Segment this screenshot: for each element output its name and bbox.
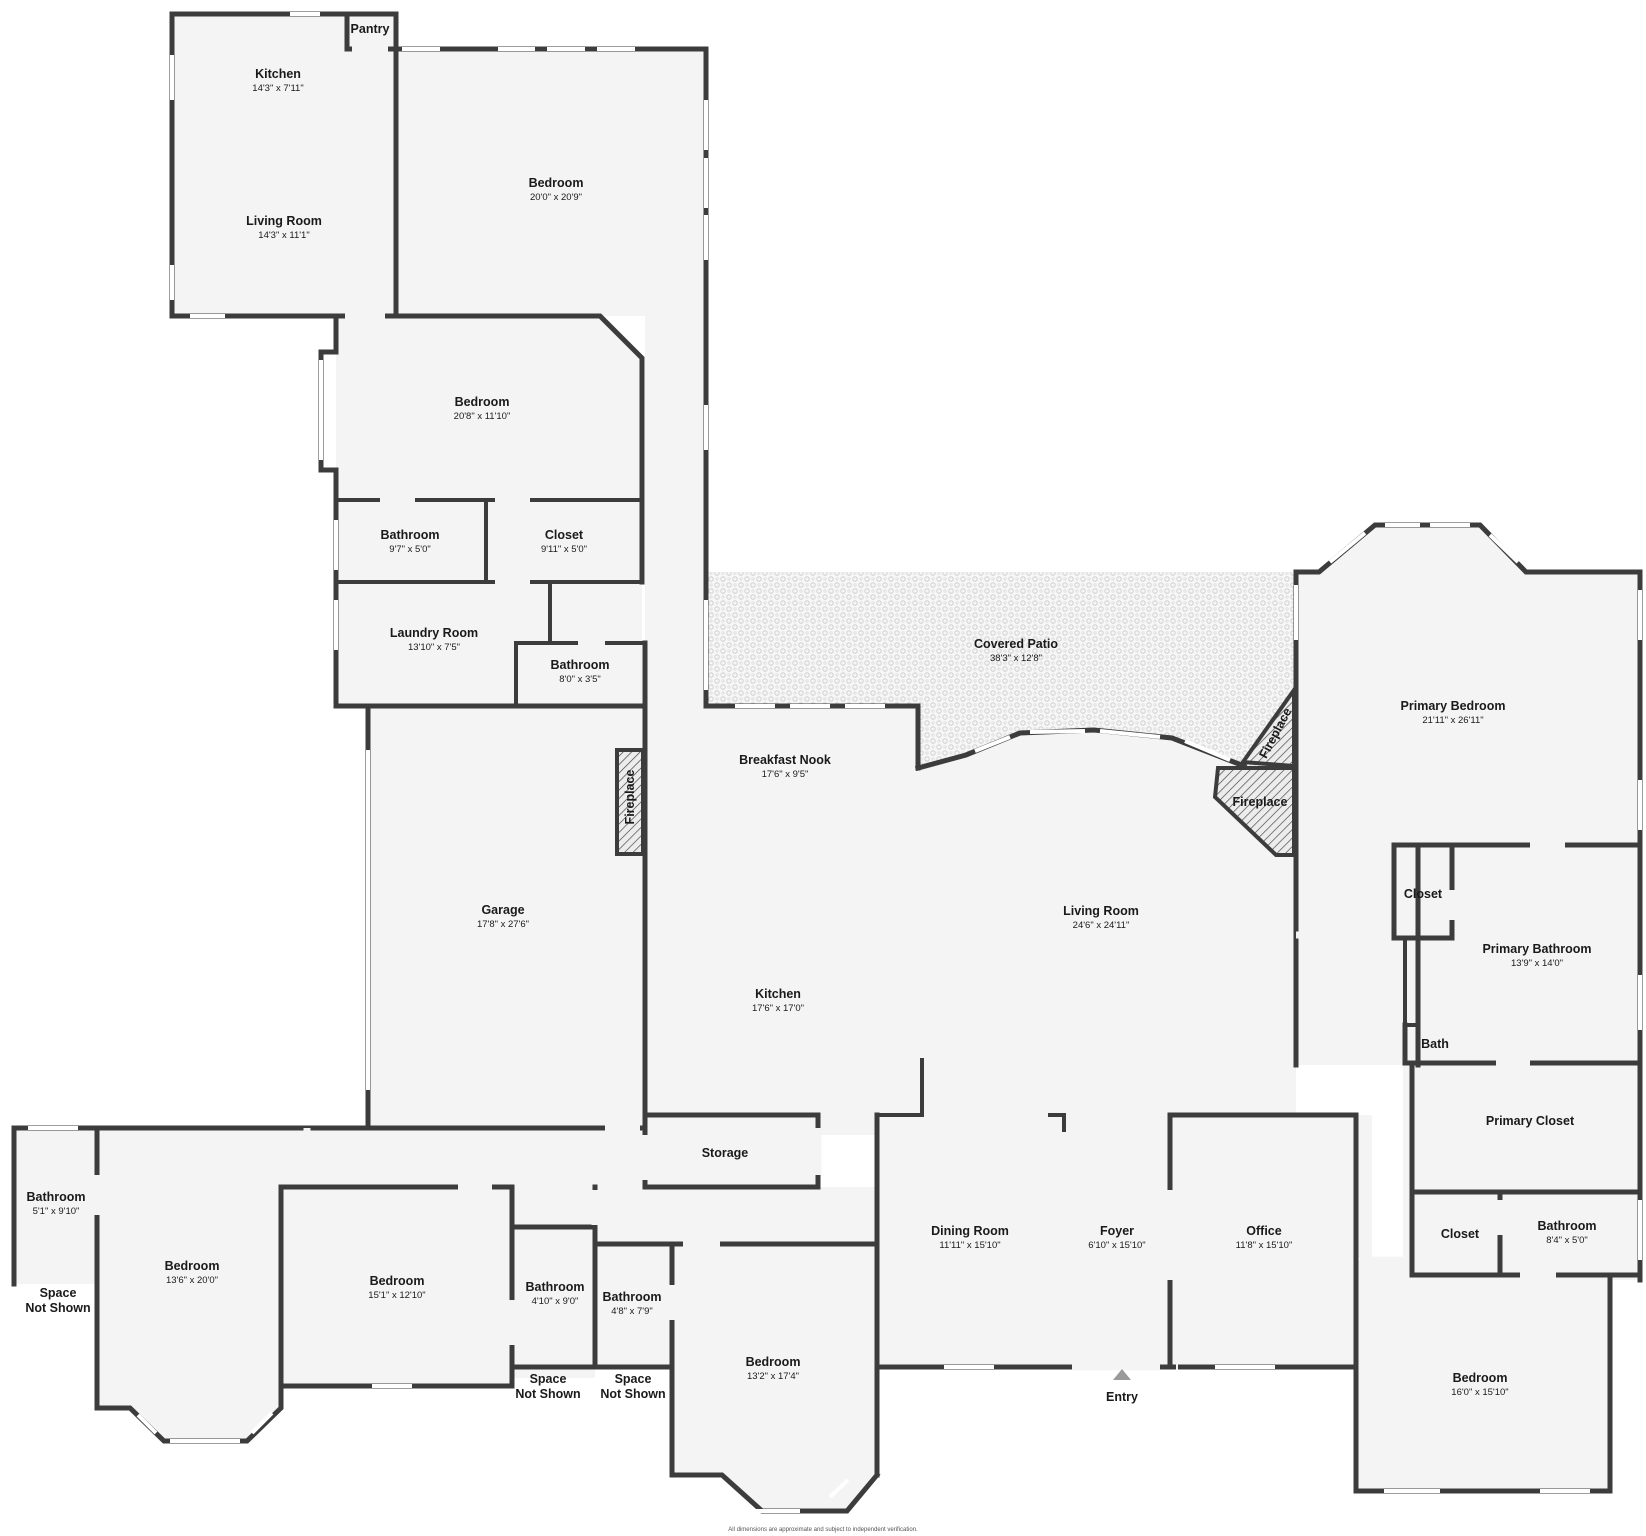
room-name: Primary Bedroom <box>1401 699 1506 713</box>
room-name: Closet <box>1441 1227 1480 1241</box>
disclaimer: All dimensions are approximate and subje… <box>728 1527 918 1533</box>
room-name: Breakfast Nook <box>739 753 831 767</box>
room-dim: 13'6" x 20'0" <box>166 1275 218 1286</box>
space-not-shown-line2: Not Shown <box>515 1387 580 1401</box>
room-name: Bathroom <box>26 1190 85 1204</box>
room-dim: 8'4" x 5'0" <box>1546 1235 1588 1246</box>
room-name: Kitchen <box>755 987 801 1001</box>
space-not-shown-line1: Space <box>615 1372 652 1386</box>
room-name: Closet <box>545 528 584 542</box>
windows <box>28 12 1642 1513</box>
room-dim: 11'8" x 15'10" <box>1236 1240 1293 1251</box>
fireplace-garage <box>615 748 645 856</box>
room-dim: 14'3" x 11'1" <box>258 230 309 241</box>
door-openings <box>93 45 1565 1371</box>
room-dim: 24'6" x 24'11" <box>1073 920 1130 931</box>
room-name: Garage <box>481 903 524 917</box>
room-name: Kitchen <box>255 67 301 81</box>
room-name: Office <box>1246 1224 1281 1238</box>
room-name: Storage <box>702 1146 749 1160</box>
room-name: Primary Bathroom <box>1482 942 1591 956</box>
space-not-shown-line1: Space <box>40 1286 77 1300</box>
room-name: Bedroom <box>455 395 510 409</box>
fireplace-living <box>1212 766 1296 857</box>
room-dim: 17'6" x 9'5" <box>762 769 809 780</box>
room-dim: 17'6" x 17'0" <box>752 1003 804 1014</box>
room-name: Bedroom <box>1453 1371 1508 1385</box>
room-name: Primary Closet <box>1486 1114 1575 1128</box>
room-dim: 16'0" x 15'10" <box>1451 1387 1508 1398</box>
entry-label: Entry <box>1106 1390 1138 1404</box>
room-dim: 9'7" x 5'0" <box>389 544 431 555</box>
room-dim: 13'2" x 17'4" <box>747 1371 799 1382</box>
room-dim: 21'11" x 26'11" <box>1422 715 1483 726</box>
space-not-shown-line1: Space <box>530 1372 567 1386</box>
room-name: Pantry <box>351 22 390 36</box>
room-dim: 13'9" x 14'0" <box>1511 958 1563 969</box>
room-name: Bedroom <box>165 1259 220 1273</box>
room-name: Bedroom <box>370 1274 425 1288</box>
room-name: Closet <box>1404 887 1443 901</box>
room-dim: 6'10" x 15'10" <box>1088 1240 1145 1251</box>
room-dim: 5'1" x 9'10" <box>33 1206 80 1217</box>
room-dim: 14'3" x 7'11" <box>252 83 303 94</box>
room-dim: 13'10" x 7'5" <box>408 642 460 653</box>
room-dim: 15'1" x 12'10" <box>368 1290 425 1301</box>
fireplace-label: Fireplace <box>623 770 637 825</box>
room-dim: 20'8" x 11'10" <box>454 411 511 422</box>
room-dim: 20'0" x 20'9" <box>530 192 582 203</box>
fireplaces <box>615 683 1296 857</box>
fireplace-label: Fireplace <box>1233 795 1288 809</box>
room-name: Bath <box>1421 1037 1449 1051</box>
room-name: Foyer <box>1100 1224 1134 1238</box>
room-dim: 8'0" x 3'5" <box>559 674 601 685</box>
room-name: Dining Room <box>931 1224 1009 1238</box>
room-name: Bedroom <box>746 1355 801 1369</box>
room-name: Bathroom <box>1537 1219 1596 1233</box>
floor-fills <box>14 14 1640 1511</box>
room-name: Covered Patio <box>974 637 1058 651</box>
entry-arrow-icon <box>1113 1369 1131 1380</box>
room-dim: 17'8" x 27'6" <box>477 919 529 930</box>
room-name: Bathroom <box>602 1290 661 1304</box>
space-not-shown-line2: Not Shown <box>600 1387 665 1401</box>
room-name: Bathroom <box>525 1280 584 1294</box>
room-dim: 4'10" x 9'0" <box>532 1296 579 1307</box>
room-name: Living Room <box>1063 904 1139 918</box>
room-name: Bathroom <box>380 528 439 542</box>
room-name: Bedroom <box>529 176 584 190</box>
room-name: Laundry Room <box>390 626 478 640</box>
space-not-shown-line2: Not Shown <box>25 1301 90 1315</box>
room-dim: 4'8" x 7'9" <box>611 1306 653 1317</box>
room-dim: 38'3" x 12'8" <box>990 653 1042 664</box>
room-dim: 9'11" x 5'0" <box>541 544 587 555</box>
room-name: Living Room <box>246 214 322 228</box>
room-name: Bathroom <box>550 658 609 672</box>
room-dim: 11'11" x 15'10" <box>939 1240 1000 1251</box>
fireplace-patio <box>1239 683 1296 769</box>
